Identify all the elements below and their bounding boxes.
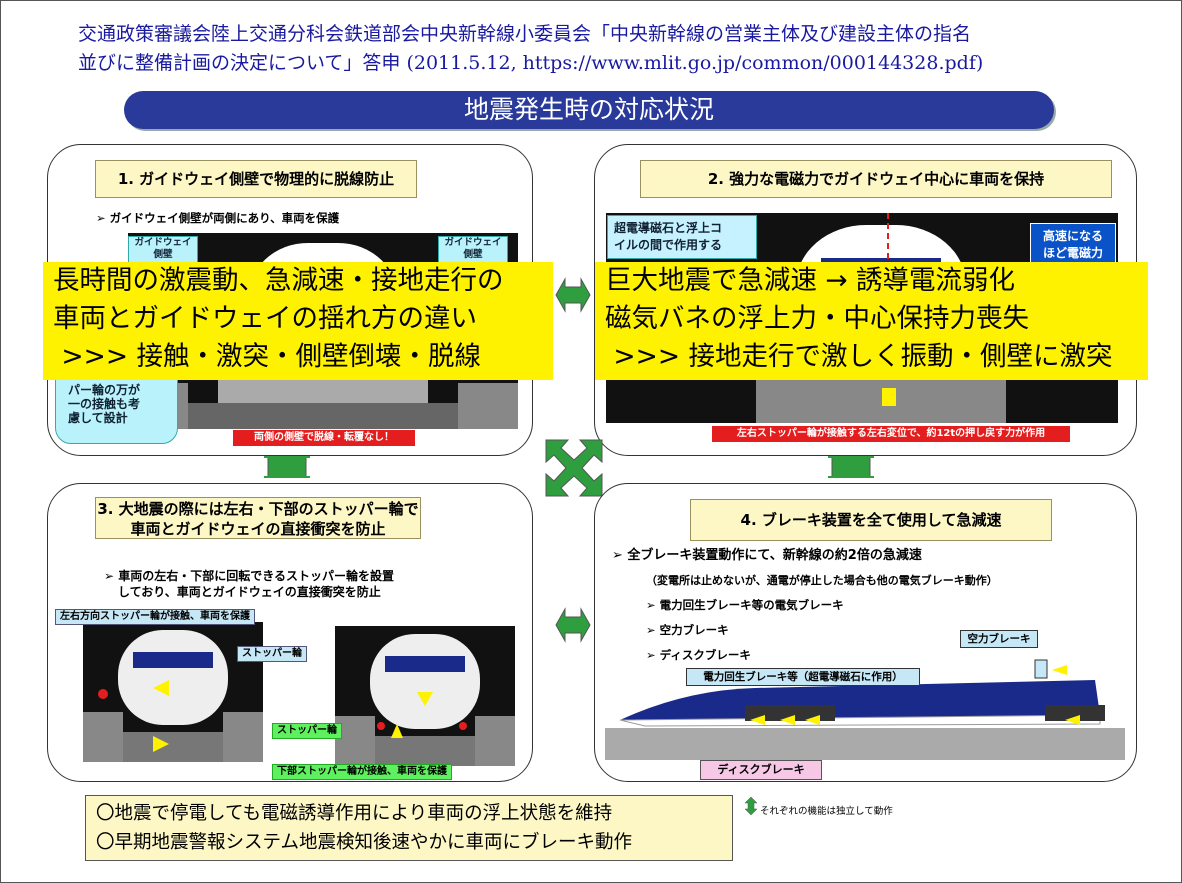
- overlay-left-line-2: 車両とガイドウェイの揺れ方の違い: [53, 303, 477, 334]
- bottom-note-line-1: 〇地震で停電しても電磁誘導作用により車両の浮上状態を維持: [96, 803, 613, 824]
- connector-horizontal-top: [555, 277, 591, 313]
- panel-2-side-note: 超電導磁石と浮上コ イルの間で作用する: [607, 215, 757, 259]
- panel-3-title: 3. 大地震の際には左右・下部のストッパー輪で 車両とガイドウェイの直接衝突を防…: [95, 497, 421, 539]
- panel-4-label-disc: ディスクブレーキ: [700, 760, 822, 780]
- panel-3-green-stopper: ストッパー輪: [272, 723, 342, 739]
- overlay-right: 巨大地震で急減速 → 誘導電流弱化 磁気バネの浮上力・中心保持力喪失 >>> 接…: [595, 262, 1148, 380]
- banner-title: 地震発生時の対応状況: [124, 91, 1054, 129]
- panel-4-label-regen: 電力回生ブレーキ等（超電導磁石に作用）: [686, 668, 920, 686]
- panel-3-bullet-line-1: ➢ 車両の左右・下部に回転できるストッパー輪を設置: [104, 569, 394, 583]
- bottom-note-line-2: 〇早期地震警報システム地震検知後速やかに車両にブレーキ動作: [96, 832, 632, 853]
- panel-3-bullet-line-2: しており、車両とガイドウェイの直接衝突を防止: [118, 585, 381, 599]
- citation-line-1: 交通政策審議会陸上交通分科会鉄道部会中央新幹線小委員会「中央新幹線の営業主体及び…: [78, 23, 972, 45]
- overlay-right-line-3: >>> 接地走行で激しく振動・側壁に激突: [605, 341, 1113, 372]
- panel-4-sub-1: ➢ 電力回生ブレーキ等の電気ブレーキ: [646, 598, 844, 612]
- panel-1-bullet: ➢ ガイドウェイ側壁が両側にあり、車両を保護: [96, 211, 340, 225]
- panel-3-callout-side: 左右方向ストッパー輪が接触、車両を保護: [55, 609, 255, 625]
- overlay-left: 長時間の激震動、急減速・接地走行の 車両とガイドウェイの揺れ方の違い >>> 接…: [43, 262, 553, 380]
- panel-1-label-right: ガイドウェイ 側壁: [438, 236, 508, 264]
- panel-2-blue-note: 高速になる ほど電磁力: [1030, 223, 1116, 263]
- panel-1-label-left: ガイドウェイ 側壁: [128, 236, 198, 264]
- panel-4-title: 4. ブレーキ装置を全て使用して急減速: [690, 499, 1052, 541]
- panel-1-title: 1. ガイドウェイ側壁で物理的に脱線防止: [95, 160, 417, 198]
- connector-cross: [545, 439, 603, 497]
- panel-3-illustration-left: [83, 630, 263, 762]
- panel-1-red-label: 両側の側壁で脱線・転覆なし！: [233, 430, 415, 446]
- panel-3-bullet: ➢ 車両の左右・下部に回転できるストッパー輪を設置 しており、車両とガイドウェイ…: [104, 568, 394, 600]
- panel-3-title-line-1: 3. 大地震の際には左右・下部のストッパー輪で: [97, 500, 419, 518]
- panel-2-red-label: 左右ストッパー輪が接触する左右変位で、約12tの押し戻す力が作用: [712, 426, 1070, 442]
- legend-text: それぞれの機能は独立して動作: [760, 806, 893, 817]
- panel-3-green-bottom: 下部ストッパー輪が接触、車両を保護: [272, 764, 452, 780]
- panel-4-sub-3: ➢ ディスクブレーキ: [646, 648, 751, 662]
- panel-4-bullet-main: ➢ 全ブレーキ装置動作にて、新幹線の約2倍の急減速: [612, 548, 922, 563]
- panel-4-train-illustration: [605, 659, 1125, 760]
- panel-2-title: 2. 強力な電磁力でガイドウェイ中心に車両を保持: [640, 160, 1112, 198]
- overlay-left-line-3: >>> 接触・激突・側壁倒壊・脱線: [53, 341, 481, 372]
- panel-4-bullet-note: （変電所は止めないが、通電が停止した場合も他の電気ブレーキ動作）: [646, 574, 998, 587]
- panel-3-title-line-2: 車両とガイドウェイの直接衝突を防止: [130, 520, 386, 538]
- panel-3-callout-stopper: ストッパー輪: [237, 646, 307, 662]
- connector-vertical-left: [264, 456, 310, 478]
- connector-horizontal-bottom: [555, 607, 591, 643]
- bottom-note: 〇地震で停電しても電磁誘導作用により車両の浮上状態を維持 〇早期地震警報システム…: [85, 795, 733, 861]
- overlay-left-line-1: 長時間の激震動、急減速・接地走行の: [53, 265, 504, 296]
- panel-4-sub-2: ➢ 空力ブレーキ: [646, 623, 729, 637]
- panel-4-label-air: 空力ブレーキ: [960, 630, 1038, 648]
- legend-connector-icon: [744, 796, 758, 816]
- panel-1-side-note: パー輪の万が 一の接触も考 慮して設計: [55, 368, 178, 444]
- overlay-right-line-2: 磁気バネの浮上力・中心保持力喪失: [605, 303, 1029, 334]
- connector-vertical-right: [828, 456, 874, 478]
- panel-3-illustration-right: [335, 634, 515, 766]
- citation-line-2: 並びに整備計画の決定について」答申 (2011.5.12, https://ww…: [78, 52, 984, 74]
- citation: 交通政策審議会陸上交通分科会鉄道部会中央新幹線小委員会「中央新幹線の営業主体及び…: [78, 20, 1168, 78]
- overlay-right-line-1: 巨大地震で急減速 → 誘導電流弱化: [605, 265, 1016, 296]
